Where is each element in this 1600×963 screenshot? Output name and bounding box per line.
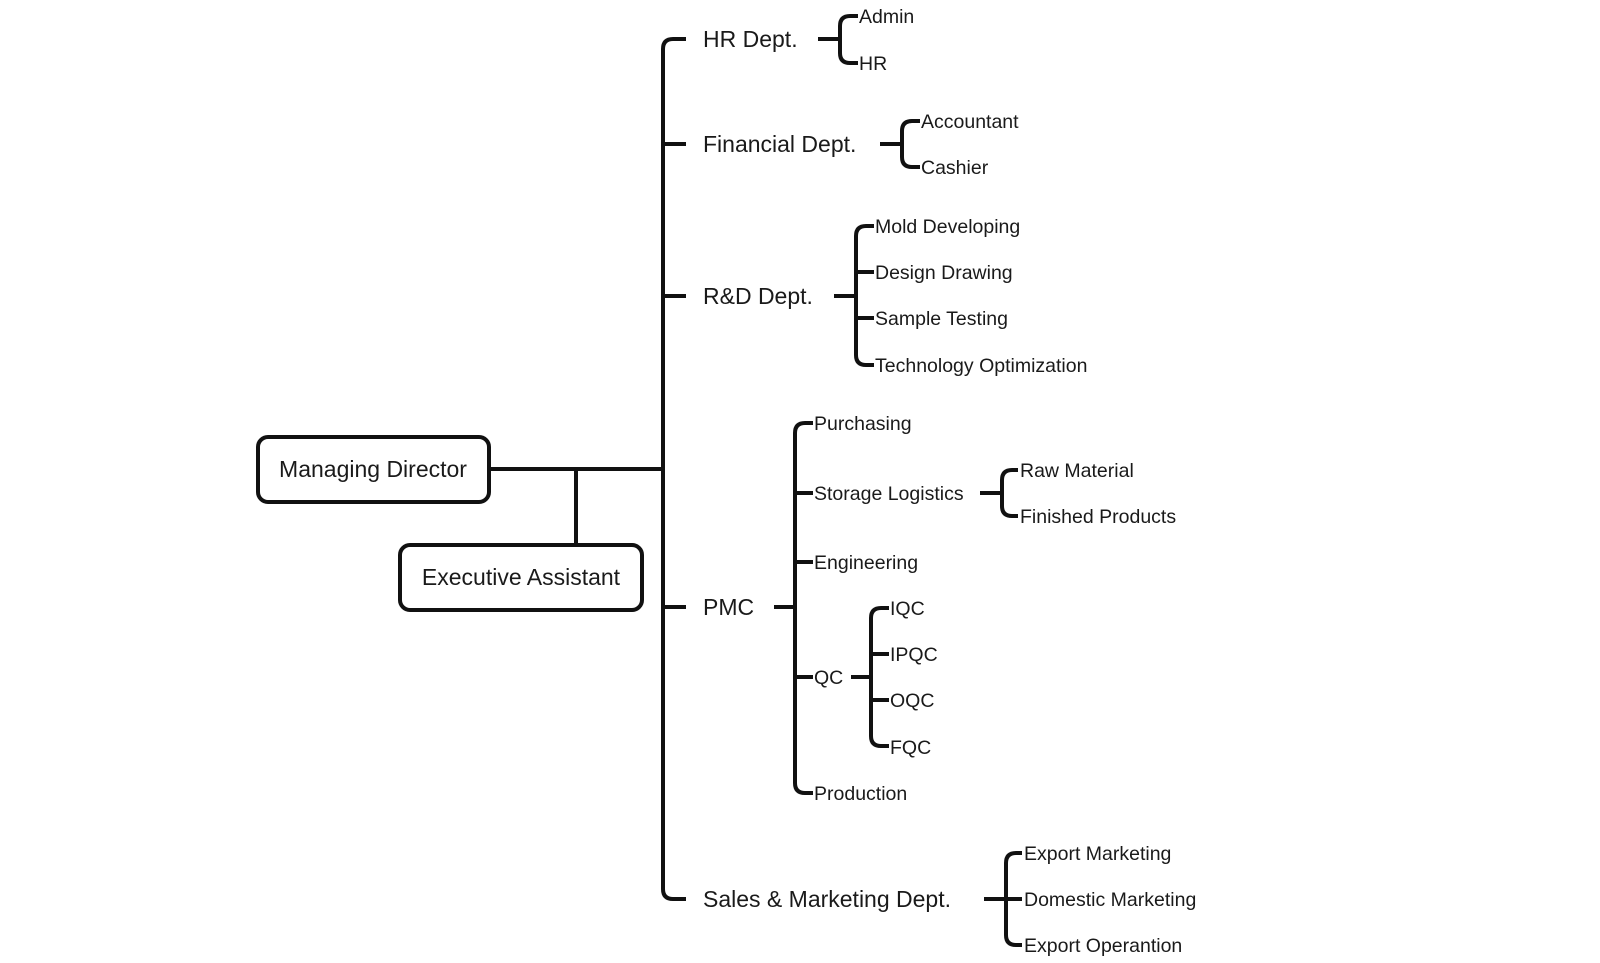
pmc-bracket [793, 421, 813, 795]
executive-assistant-box [398, 543, 644, 612]
executive-assistant-label: Executive Assistant [422, 564, 621, 590]
sub-label-oqc: OQC [890, 690, 934, 712]
sub-label-engineering: Engineering [814, 552, 918, 574]
department-label-hr: HR Dept. [703, 26, 798, 52]
department-label-rnd: R&D Dept. [703, 283, 813, 309]
sub-label-hr: HR [859, 53, 887, 75]
sub-label-sample-testing: Sample Testing [875, 308, 1008, 330]
sub-label-design-drawing: Design Drawing [875, 262, 1013, 284]
financial-bracket [900, 119, 920, 169]
hr-bracket [838, 14, 858, 65]
managing-director-label: Managing Director [279, 456, 467, 482]
sub-label-qc: QC [814, 667, 843, 689]
sub-label-cashier: Cashier [921, 157, 989, 179]
qc-bracket [869, 606, 889, 748]
sub-label-mold-developing: Mold Developing [875, 216, 1020, 238]
sub-label-iqc: IQC [890, 598, 925, 620]
department-label-financial: Financial Dept. [703, 131, 856, 157]
department-bracket [661, 37, 686, 901]
sub-label-storage-logistics: Storage Logistics [814, 483, 964, 505]
sub-label-domestic-marketing: Domestic Marketing [1024, 889, 1196, 911]
rnd-bracket [854, 224, 874, 367]
sub-label-admin: Admin [859, 6, 914, 28]
sub-label-accountant: Accountant [921, 111, 1019, 133]
storage-bracket [1000, 468, 1018, 518]
sub-label-technology-optimization: Technology Optimization [875, 355, 1087, 377]
sub-label-production: Production [814, 783, 907, 805]
sub-label-export-operantion: Export Operantion [1024, 935, 1182, 957]
sub-label-export-marketing: Export Marketing [1024, 843, 1171, 865]
department-label-pmc: PMC [703, 594, 754, 620]
department-label-sales-marketing: Sales & Marketing Dept. [703, 886, 951, 912]
sub-label-ipqc: IPQC [890, 644, 938, 666]
sub-label-finished-products: Finished Products [1020, 506, 1176, 528]
sub-label-fqc: FQC [890, 737, 931, 759]
sub-label-raw-material: Raw Material [1020, 460, 1134, 482]
sales-bracket [1004, 851, 1022, 947]
sub-label-purchasing: Purchasing [814, 413, 912, 435]
